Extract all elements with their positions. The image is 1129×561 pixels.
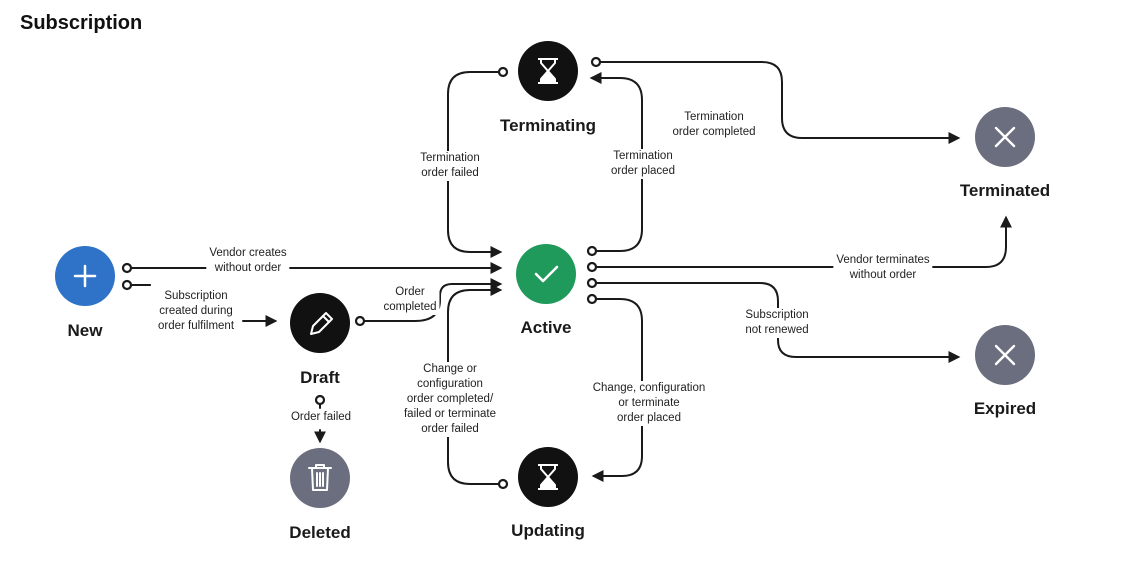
edge-label-termination-failed: Termination order failed	[417, 151, 483, 181]
port-active-4	[586, 293, 598, 305]
state-draft[interactable]	[290, 293, 350, 353]
port-terminating-right	[590, 56, 602, 68]
edge-label-vendor-terminates: Vendor terminates without order	[833, 253, 933, 283]
edge-label-change-completed: Change or configuration order completed/…	[400, 362, 500, 437]
port-draft-bottom	[314, 394, 326, 406]
port-new-2	[121, 279, 133, 291]
state-active[interactable]	[516, 244, 576, 304]
state-label-active: Active	[520, 318, 572, 337]
port-markers	[121, 56, 602, 490]
state-label-terminating: Terminating	[499, 116, 597, 135]
hourglass-icon	[538, 58, 558, 84]
edge-label-vendor-creates: Vendor creates without order	[206, 246, 290, 276]
state-expired[interactable]	[975, 325, 1035, 385]
port-active-3	[586, 277, 598, 289]
state-draft-circle	[290, 293, 350, 353]
edge-label-order-failed: Order failed	[290, 411, 352, 423]
plus-icon	[73, 264, 97, 288]
state-active-circle	[516, 244, 576, 304]
port-terminating-left	[497, 66, 509, 78]
edge-draft-to-active	[359, 278, 503, 322]
edge-terminating-to-terminated	[593, 61, 961, 144]
port-active-2	[586, 261, 598, 273]
port-active-1	[586, 245, 598, 257]
check-icon	[534, 265, 559, 283]
edge-label-termination-placed: Termination order placed	[608, 149, 678, 179]
state-terminating[interactable]	[518, 41, 578, 101]
edge-label-subscription-created: Subscription created during order fulfil…	[154, 289, 238, 334]
edge-label-termination-completed: Termination order completed	[669, 110, 759, 140]
port-new-1	[121, 262, 133, 274]
close-icon	[994, 126, 1016, 148]
trash-icon	[308, 464, 332, 491]
page-title: Subscription	[20, 12, 143, 34]
edge-label-change-placed: Change, configuration or terminate order…	[589, 381, 709, 426]
state-updating[interactable]	[518, 447, 578, 507]
pencil-icon	[310, 312, 333, 335]
edge-active-to-terminated	[591, 215, 1012, 268]
edge-label-order-completed: Order completed	[380, 285, 440, 315]
state-label-expired: Expired	[973, 399, 1037, 418]
port-draft-right	[354, 315, 366, 327]
edge-label-not-renewed: Subscription not renewed	[742, 308, 812, 338]
state-label-terminated: Terminated	[959, 181, 1051, 200]
state-terminated[interactable]	[975, 107, 1035, 167]
state-label-updating: Updating	[511, 521, 585, 540]
state-new[interactable]	[55, 246, 115, 306]
hourglass-icon	[538, 464, 558, 490]
close-icon	[994, 344, 1016, 366]
state-label-deleted: Deleted	[289, 523, 351, 542]
state-label-new: New	[67, 321, 103, 340]
state-deleted[interactable]	[290, 448, 350, 508]
state-label-draft: Draft	[300, 368, 340, 387]
port-updating-left	[497, 478, 509, 490]
